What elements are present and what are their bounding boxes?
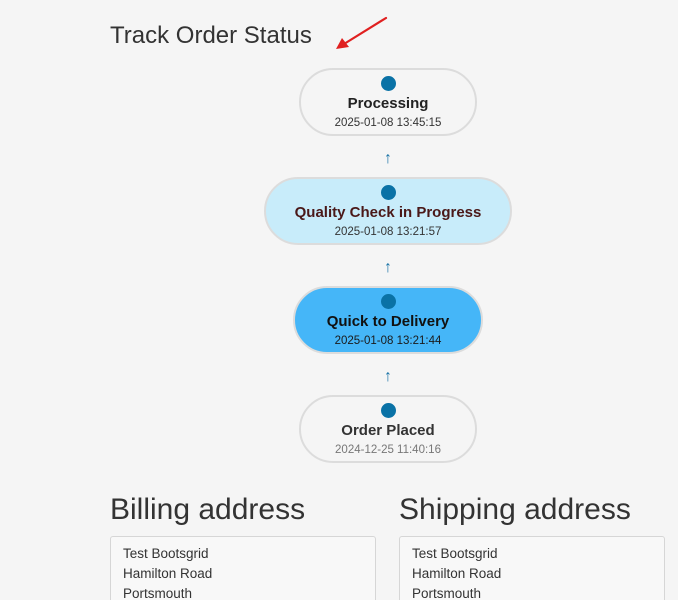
status-time: 2025-01-08 13:21:44 (334, 335, 442, 347)
status-step-quick-to-delivery: Quick to Delivery 2025-01-08 13:21:44 (293, 286, 483, 354)
address-line: Test Bootsgrid (412, 546, 498, 561)
status-label: Order Placed (341, 422, 435, 439)
status-label: Quick to Delivery (326, 313, 450, 330)
status-time: 2025-01-08 13:21:57 (334, 226, 442, 238)
billing-address-title: Billing address (110, 493, 306, 526)
page-title: Track Order Status (110, 22, 312, 49)
address-line: Hamilton Road (412, 566, 502, 581)
billing-address-box: Test Bootsgrid Hamilton Road Portsmouth (110, 536, 376, 600)
status-time: 2025-01-08 13:45:15 (334, 117, 442, 129)
status-label: Quality Check in Progress (294, 204, 482, 221)
status-time: 2024-12-25 11:40:16 (335, 444, 441, 456)
arrow-up-icon: ↑ (384, 150, 392, 167)
status-label: Processing (347, 95, 429, 112)
status-step-processing: Processing 2025-01-08 13:45:15 (299, 68, 477, 136)
status-dot-icon (380, 76, 396, 91)
shipping-address-title: Shipping address (399, 493, 631, 526)
status-dot-icon (380, 185, 396, 200)
address-line: Portsmouth (123, 586, 193, 600)
address-line: Test Bootsgrid (123, 546, 209, 561)
address-line: Portsmouth (412, 586, 482, 600)
status-dot-icon (380, 403, 396, 418)
annotation-arrow-icon (336, 16, 388, 49)
status-dot-icon (380, 294, 396, 309)
status-step-quality-check: Quality Check in Progress 2025-01-08 13:… (264, 177, 512, 245)
shipping-address-box: Test Bootsgrid Hamilton Road Portsmouth (399, 536, 665, 600)
arrow-up-icon: ↑ (384, 368, 392, 385)
arrow-up-icon: ↑ (384, 259, 392, 276)
address-line: Hamilton Road (123, 566, 213, 581)
status-step-order-placed: Order Placed 2024-12-25 11:40:16 (299, 395, 477, 463)
